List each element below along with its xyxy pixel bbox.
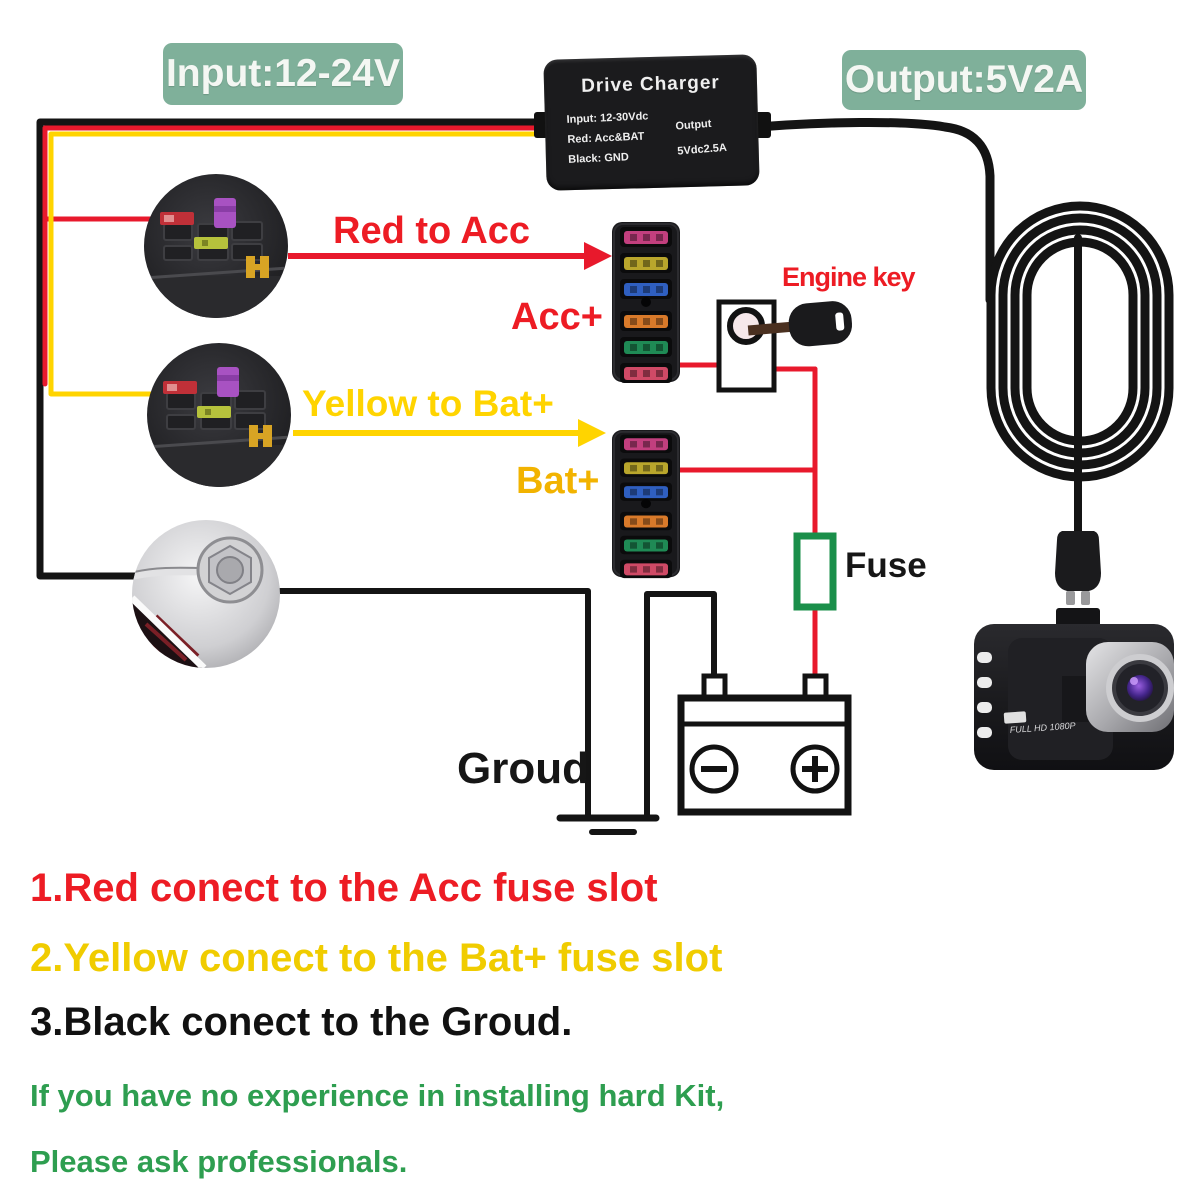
charger-red-spec: Red: Acc&BAT [567, 130, 645, 146]
charger-spec-right: Output 5Vdc2.5A [675, 111, 728, 165]
instruction-black: 3.Black conect to the Groud. [30, 1000, 573, 1044]
engine-key-label: Engine key [782, 262, 916, 292]
input-voltage-tag: Input:12-24V [163, 43, 403, 105]
fuse-strip-bat [611, 429, 681, 580]
car-key-icon [747, 301, 853, 347]
bat-plus-label: Bat+ [516, 460, 600, 502]
instruction-red: 1.Red conect to the Acc fuse slot [30, 866, 658, 910]
camera-buttons [977, 652, 992, 738]
black-ground-wire [36, 118, 717, 818]
red-acc-wire [42, 125, 818, 683]
battery [677, 673, 852, 816]
warning-line-1: If you have no experience in installing … [30, 1078, 725, 1113]
acc-plus-label: Acc+ [511, 296, 603, 338]
fuse-label: Fuse [845, 546, 927, 585]
charger-spec-left: Input: 12-30Vdc Red: Acc&BAT Black: GND [566, 106, 650, 170]
fuse-symbol [793, 532, 837, 611]
yellow-to-bat-label: Yellow to Bat+ [302, 383, 554, 424]
red-arrow [288, 242, 612, 270]
ground-symbol [556, 814, 660, 835]
warning-line-2: Please ask professionals. [30, 1144, 408, 1179]
dash-cam: FULL HD 1080P [974, 608, 1174, 770]
fusebox-photo-2 [147, 343, 291, 489]
output-cable-coil [753, 117, 1174, 539]
mini-usb-plug [1055, 531, 1101, 605]
camera-marking-text: FULL HD 1080P [1009, 720, 1075, 735]
red-to-acc-label: Red to Acc [333, 210, 531, 252]
yellow-bat-wire [48, 131, 553, 397]
ground-label: Groud [457, 744, 589, 793]
charger-output-value: 5Vdc2.5A [676, 141, 728, 158]
ignition-switch [716, 299, 853, 393]
camera-lens-icon [1086, 642, 1174, 732]
drive-charger-module: Drive Charger Input: 12-30Vdc Red: Acc&B… [543, 54, 760, 191]
output-voltage-tag: Output:5V2A [842, 50, 1086, 110]
charger-right-nub [755, 112, 771, 138]
fusebox-photo-1 [144, 174, 288, 320]
yellow-arrow [293, 419, 606, 447]
ground-bolt-photo [132, 520, 280, 668]
fuse-strip-acc [611, 221, 681, 384]
charger-black-spec: Black: GND [568, 151, 630, 166]
instruction-yellow: 2.Yellow conect to the Bat+ fuse slot [30, 936, 723, 980]
charger-title: Drive Charger [580, 72, 721, 97]
